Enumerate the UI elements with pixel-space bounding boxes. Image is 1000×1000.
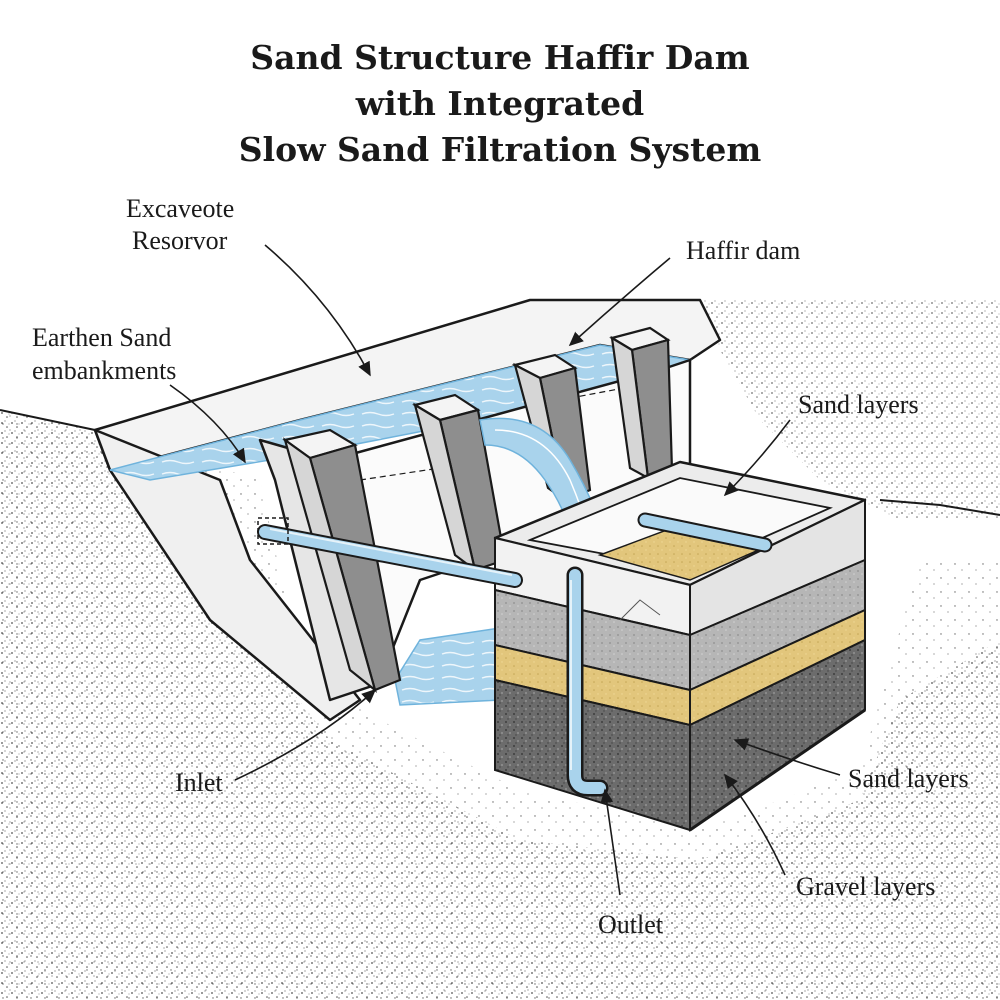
- leader-embankments: [169, 384, 246, 464]
- title-line-1: Sand Structure Haffir Dam: [250, 38, 750, 77]
- label-sand-layers-top: Sand layers: [798, 390, 919, 419]
- leader-sand-layers-side: [733, 738, 841, 776]
- label-sand-layers-side: Sand layers: [848, 764, 969, 793]
- slow-sand-filter-box: [493, 460, 867, 832]
- leader-lines: [169, 244, 841, 896]
- title-line-2: with Integrated: [355, 84, 645, 123]
- title-line-3: Slow Sand Filtration System: [238, 130, 762, 169]
- label-reservoir-line1: Excaveote: [126, 194, 235, 223]
- label-outlet: Outlet: [598, 910, 663, 939]
- label-embankments-line2: embankments: [32, 356, 177, 385]
- buttress-1: [282, 428, 402, 693]
- label-haffir-dam: Haffir dam: [686, 236, 801, 265]
- filter-top-pipe: [637, 512, 773, 553]
- leader-outlet: [600, 788, 621, 896]
- leader-inlet: [234, 688, 377, 781]
- label-gravel-layers: Gravel layers: [796, 872, 936, 901]
- inlet-pipe: [257, 517, 523, 588]
- label-reservoir-line2: Resorvor: [132, 226, 228, 255]
- label-embankments-line1: Earthen Sand: [32, 323, 172, 352]
- leader-gravel-layers: [724, 773, 786, 876]
- leader-haffir-dam: [568, 257, 671, 347]
- leader-reservoir: [264, 244, 371, 377]
- leader-sand-layers-top: [723, 419, 791, 497]
- outlet-pipe: [566, 566, 609, 797]
- buttress-2: [412, 393, 507, 573]
- label-inlet: Inlet: [175, 768, 223, 797]
